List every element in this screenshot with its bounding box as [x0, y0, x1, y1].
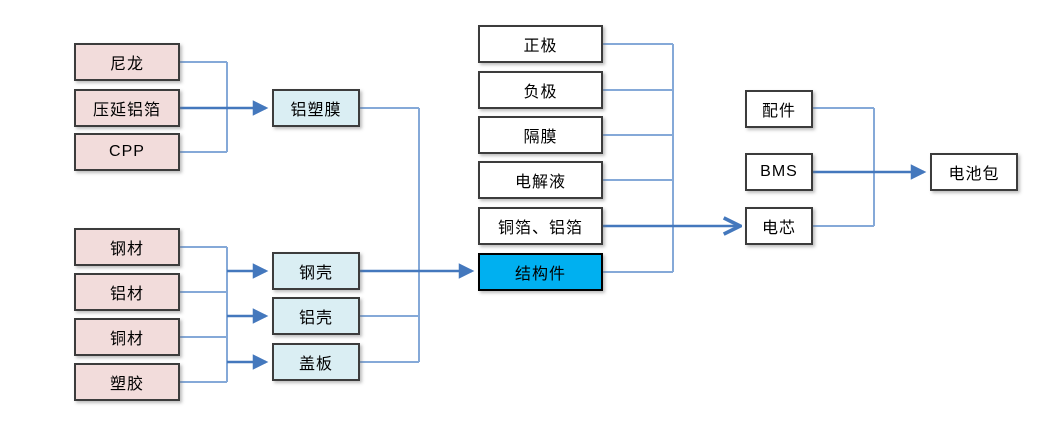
node-steel: 钢材 — [74, 228, 180, 266]
node-cell: 电芯 — [745, 207, 813, 245]
node-steel-shell: 钢壳 — [272, 252, 360, 290]
node-nylon: 尼龙 — [74, 43, 180, 81]
node-structural-parts: 结构件 — [478, 253, 603, 291]
node-cpp: CPP — [74, 133, 180, 171]
node-aluminum: 铝材 — [74, 273, 180, 311]
node-copper: 铜材 — [74, 318, 180, 356]
node-anode: 负极 — [478, 71, 603, 109]
node-al-plastic-film: 铝塑膜 — [272, 89, 360, 127]
node-battery-pack: 电池包 — [930, 153, 1018, 191]
node-plastic: 塑胶 — [74, 363, 180, 401]
node-accessories: 配件 — [745, 90, 813, 128]
node-al-shell: 铝壳 — [272, 297, 360, 335]
node-cover-plate: 盖板 — [272, 343, 360, 381]
node-electrolyte: 电解液 — [478, 161, 603, 199]
node-separator: 隔膜 — [478, 116, 603, 154]
node-rolled-al-foil: 压延铝箔 — [74, 89, 180, 127]
node-cathode: 正极 — [478, 25, 603, 63]
node-bms: BMS — [745, 153, 813, 191]
node-foils: 铜箔、铝箔 — [478, 207, 603, 245]
